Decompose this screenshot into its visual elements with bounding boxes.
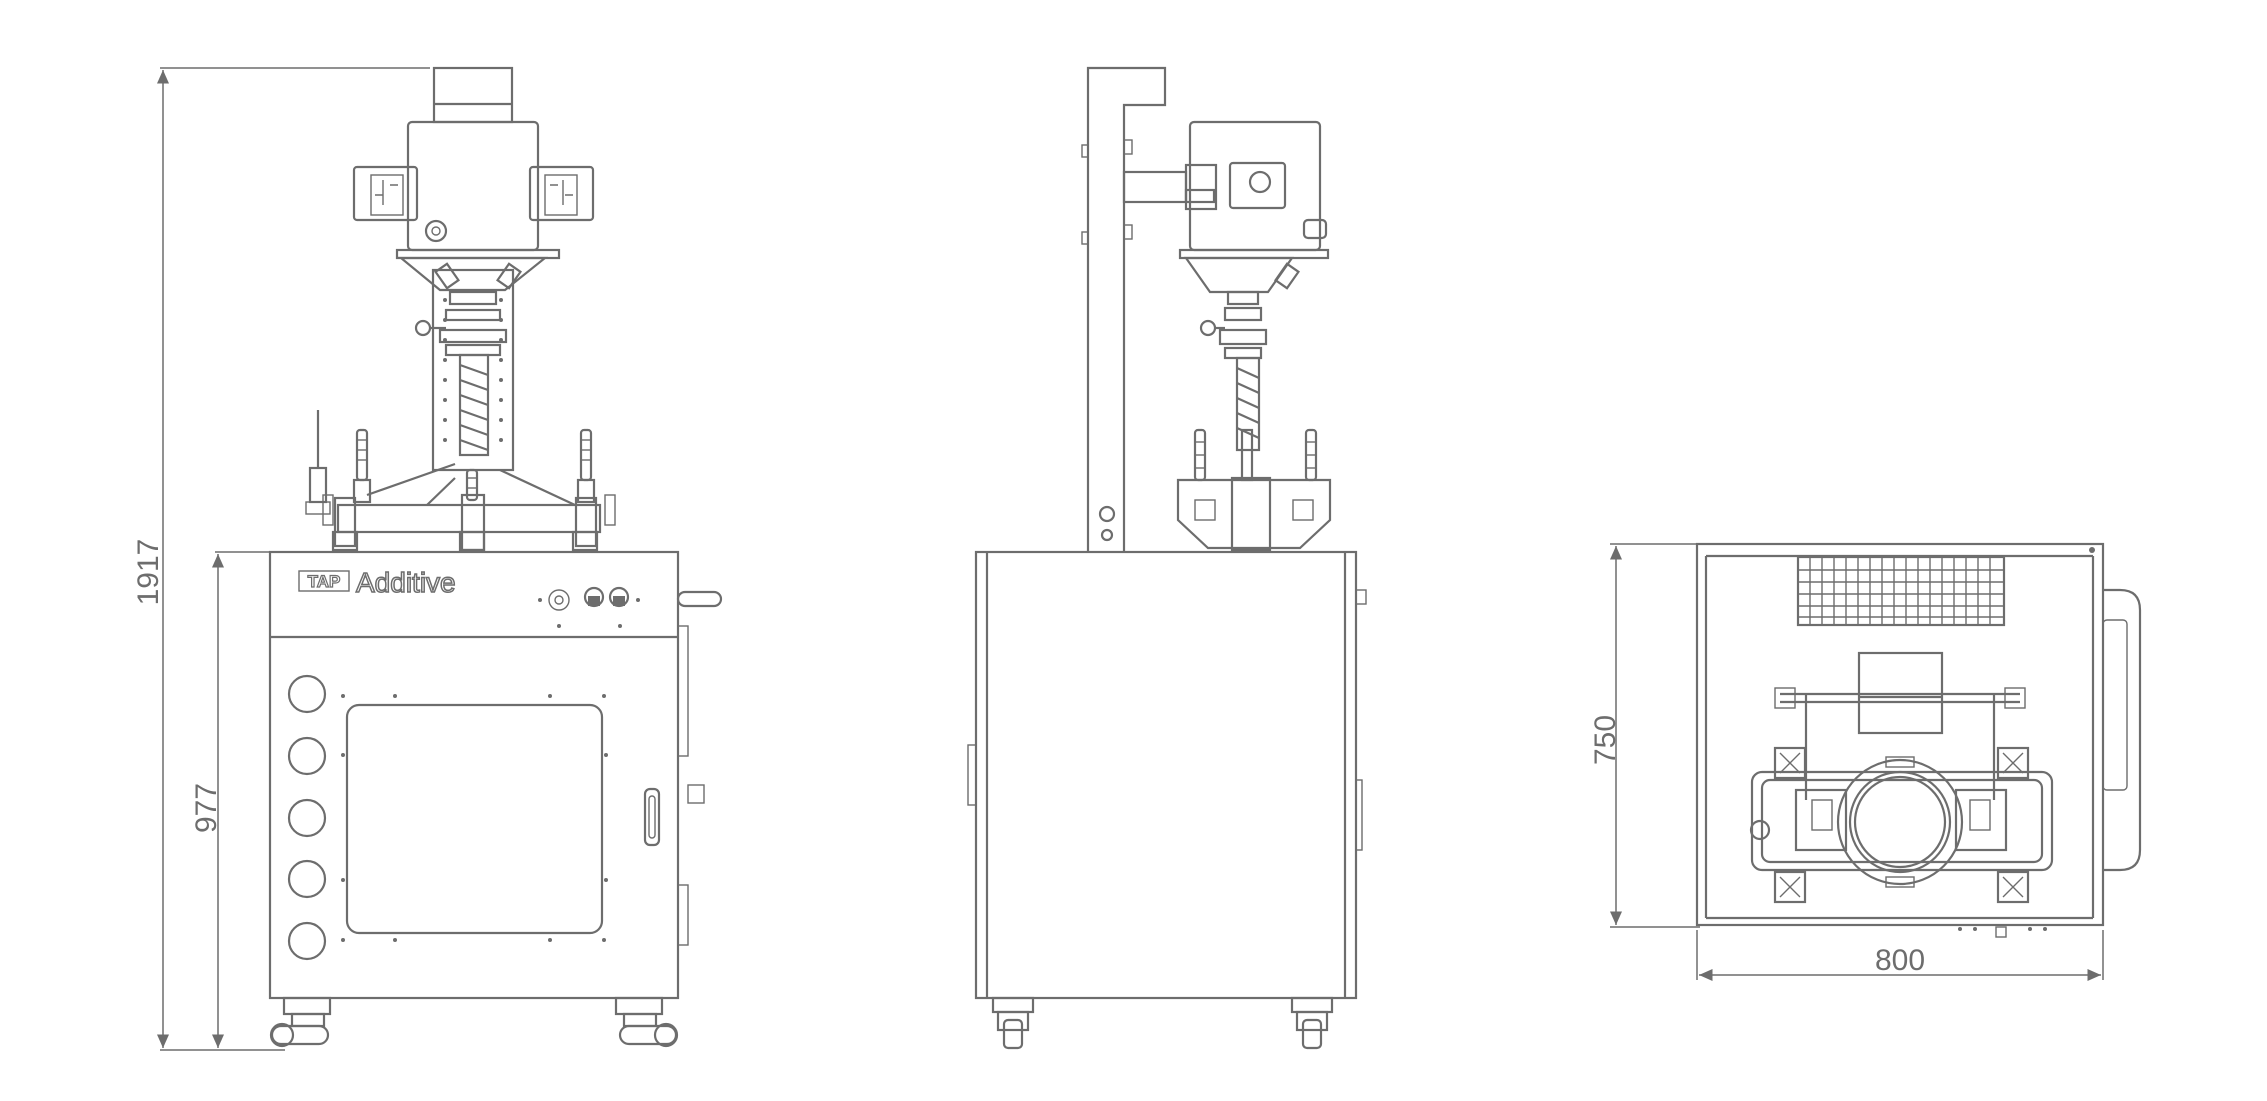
porthole-column	[287, 674, 327, 961]
viewing-window	[345, 703, 604, 935]
cabinet-front	[268, 550, 680, 1000]
caster-wheel	[991, 996, 1035, 1050]
caster-wheel	[269, 996, 332, 1048]
bracket-left	[352, 165, 419, 222]
front-view	[268, 66, 723, 1048]
total-height-label: 1917	[132, 539, 165, 606]
valve-right-side	[1304, 428, 1318, 482]
valve-left	[352, 428, 372, 504]
side-view	[967, 66, 1367, 1050]
logo-mark	[298, 570, 350, 592]
feed-column	[431, 268, 515, 472]
cabinet-side	[974, 550, 1358, 1000]
door-handle	[643, 787, 661, 847]
top-view	[1695, 542, 2142, 938]
caster-wheel	[614, 996, 679, 1048]
auger-side	[1235, 356, 1261, 452]
column-flange	[1836, 758, 1964, 886]
brand-logo: TAP Additive	[298, 566, 456, 599]
hopper-side	[1188, 120, 1322, 252]
vent-grill	[1796, 555, 2006, 627]
dimension-lines	[157, 67, 2104, 1051]
motor	[432, 66, 514, 124]
caster-wheel	[1290, 996, 1334, 1050]
manifold-bar	[336, 503, 602, 534]
depth-label: 750	[1589, 715, 1622, 765]
control-knob-icon	[548, 589, 570, 611]
logo-mark-text: TAP	[308, 572, 341, 591]
bracket-right	[528, 165, 595, 222]
hopper	[406, 120, 540, 252]
cabinet-height-label: 977	[190, 783, 223, 833]
valve-left-side	[1193, 428, 1207, 482]
logo-text: Additive	[356, 567, 456, 598]
width-label: 800	[1875, 944, 1925, 977]
valve-right	[576, 428, 596, 504]
